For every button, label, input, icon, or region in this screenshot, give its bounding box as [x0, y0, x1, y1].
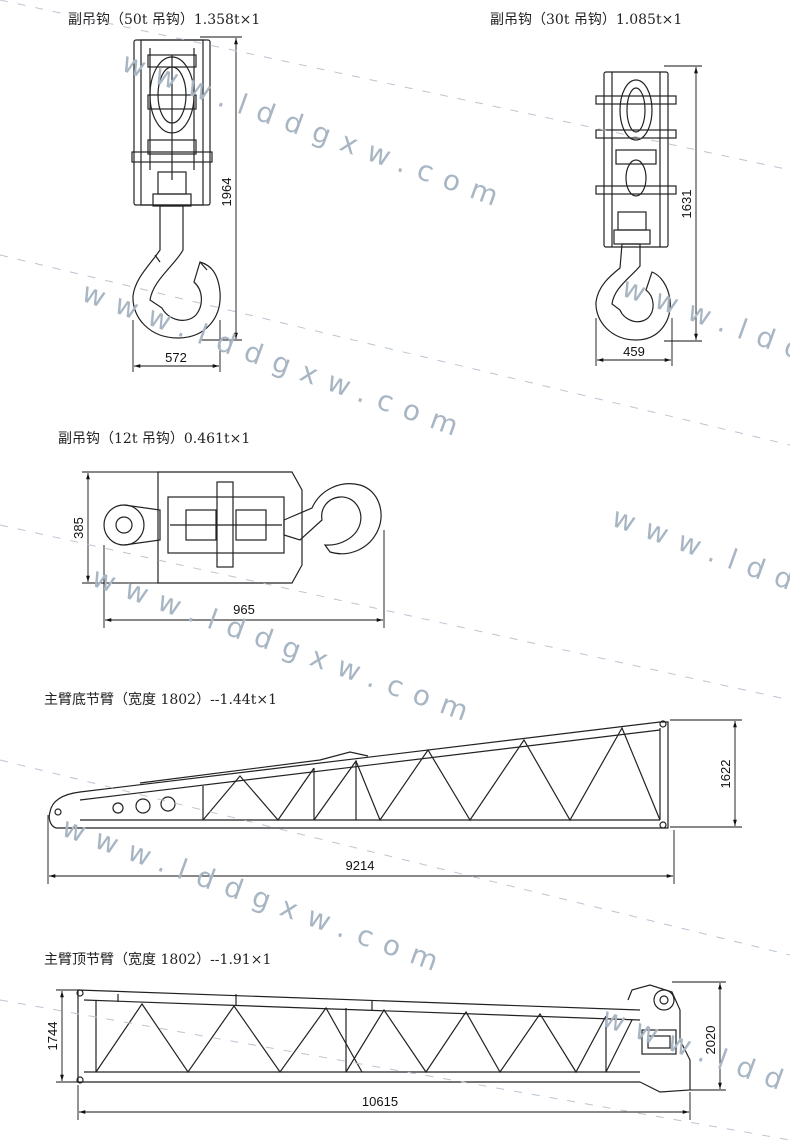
- boom-base-length-dim: 9214: [346, 858, 375, 873]
- boom-top-title: 主臂顶节臂（宽度 1802）--1.91×1: [44, 952, 272, 968]
- hook-12t-height-dim: 385: [71, 517, 86, 539]
- watermark-3: www.lddgxw.com: [88, 561, 484, 732]
- boom-base-dimensions: [47, 719, 742, 884]
- hook-50t-drawing: [131, 39, 221, 339]
- boom-top-length-dim: 10615: [362, 1094, 398, 1109]
- hook-50t-title: 副吊钩（50t 吊钩）1.358t×1: [68, 12, 261, 28]
- hook-50t-dimensions: [132, 36, 242, 372]
- hook-12t-dimensions: [82, 471, 385, 628]
- boom-top-drawing: [76, 984, 691, 1093]
- boom-top-right-height-dim: 2020: [703, 1026, 718, 1055]
- hook-30t-width-dim: 459: [623, 344, 645, 359]
- hook-50t-width-dim: 572: [165, 350, 187, 365]
- boom-base-drawing: [48, 720, 669, 829]
- hook-30t-title: 副吊钩（30t 吊钩）1.085t×1: [490, 12, 683, 28]
- boom-top-left-height-dim: 1744: [45, 1022, 60, 1051]
- hook-12t-length-dim: 965: [233, 602, 255, 617]
- hook-30t-dimensions: [595, 65, 702, 366]
- watermark-1: www.lddgxw.com: [118, 46, 514, 217]
- hook-30t-drawing: [595, 71, 677, 341]
- hook-12t-drawing: [103, 471, 382, 584]
- watermark-4: www.lddgxw.com: [58, 811, 454, 982]
- watermark-7: www.lddgxw.com: [598, 1001, 790, 1140]
- watermark-2: www.lddgxw.com: [78, 276, 474, 447]
- boom-base-title: 主臂底节臂（宽度 1802）--1.44t×1: [44, 692, 277, 708]
- boom-top-dimensions: [56, 981, 726, 1120]
- hook-30t-height-dim: 1631: [679, 190, 694, 219]
- hook-50t-height-dim: 1964: [219, 178, 234, 207]
- hook-12t-title: 副吊钩（12t 吊钩）0.461t×1: [58, 431, 251, 447]
- boom-base-height-dim: 1622: [718, 760, 733, 789]
- watermark-6: www.lddgxw.com: [608, 501, 790, 672]
